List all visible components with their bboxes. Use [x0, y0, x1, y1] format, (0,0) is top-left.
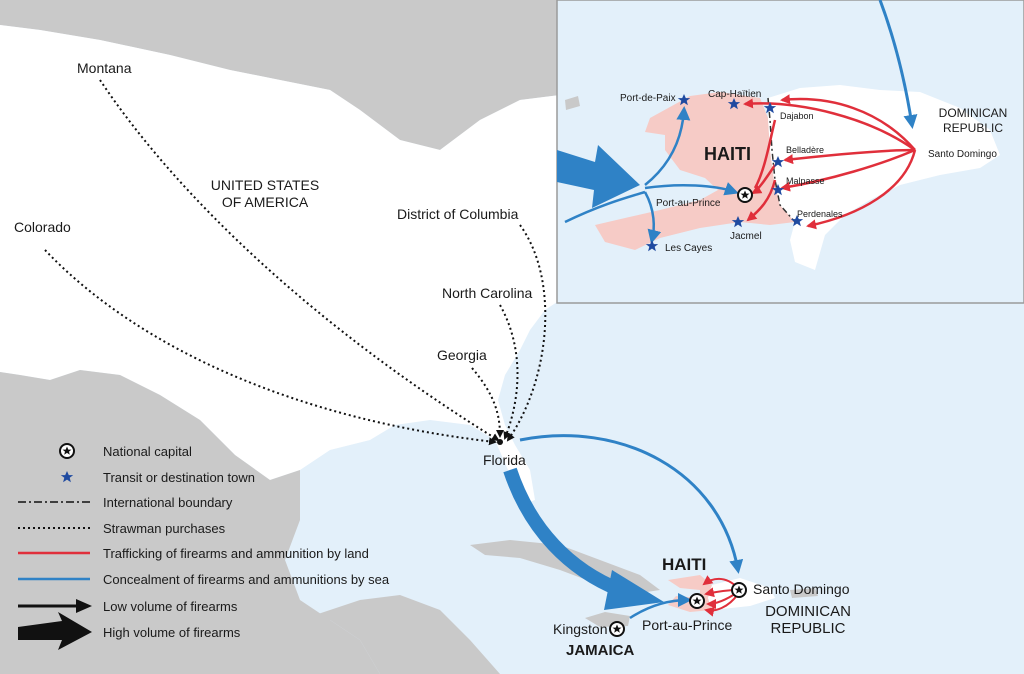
- sea-route-to-les-cayes: [643, 191, 662, 244]
- capital-port-au-prince-main: [689, 593, 705, 609]
- mexico-land: [0, 370, 380, 674]
- sea-route-to-port-de-paix: [644, 106, 691, 186]
- florida-hub-dot: [497, 439, 503, 445]
- label-haiti-main: HAITI: [662, 555, 706, 574]
- legend-label-sea: Concealment of firearms and ammunitions …: [103, 572, 390, 587]
- legend-label-transit: Transit or destination town: [103, 470, 255, 485]
- inset-map: HAITI DOMINICAN REPUBLIC Santo Domingo P…: [556, 0, 1024, 304]
- inset-label-cap-haitien: Cap-Haïtien: [708, 89, 761, 100]
- label-usa-2: OF AMERICA: [222, 194, 309, 210]
- thin-arrow-head: [76, 599, 92, 613]
- land-route-to-jacmel: [746, 179, 777, 222]
- land-route-to-cap-haitien: [743, 98, 916, 152]
- label-florida: Florida: [483, 452, 526, 468]
- central-america-land: [300, 595, 500, 674]
- land-route-to-dajabon: [780, 94, 916, 151]
- label-port-au-prince-main: Port-au-Prince: [642, 617, 732, 633]
- land-route-to-belladere: [783, 148, 916, 165]
- label-georgia: Georgia: [437, 347, 487, 363]
- sea-route-jamaica-haiti: [629, 593, 692, 620]
- label-north-carolina: North Carolina: [442, 285, 532, 301]
- inset-label-haiti: HAITI: [704, 144, 751, 164]
- strawman-routes: [44, 79, 547, 446]
- inset-label-dr-2: REPUBLIC: [943, 121, 1003, 135]
- label-usa-1: UNITED STATES: [211, 177, 319, 193]
- inset-label-jacmel: Jacmel: [730, 231, 762, 242]
- land-route-main-4: [704, 593, 739, 617]
- thick-arrow-icon: [18, 612, 92, 650]
- inset-sea-route-north: [878, 0, 918, 129]
- haiti-land-inset: [595, 92, 795, 250]
- sea-route-to-port-au-prince: [644, 182, 739, 196]
- legend-label-low: Low volume of firearms: [103, 599, 238, 614]
- inset-high-volume-arrow: [557, 145, 640, 208]
- label-santo-domingo-main: Santo Domingo: [753, 581, 850, 597]
- inset-label-dajabon: Dajabon: [780, 111, 814, 121]
- sea-route-florida-haiti-high: [503, 467, 623, 597]
- sea-route-florida-dr: [519, 434, 744, 574]
- label-dc: District of Columbia: [397, 206, 519, 222]
- inset-label-les-cayes: Les Cayes: [665, 243, 712, 254]
- land-route-to-perdenales: [806, 149, 917, 230]
- label-dr-main-1: DOMINICAN: [765, 603, 851, 620]
- route-north-carolina: [499, 304, 519, 440]
- land-route-inner-1: [753, 119, 777, 189]
- capital-kingston: [609, 621, 625, 637]
- inset-label-santo-domingo: Santo Domingo: [928, 149, 997, 160]
- legend-label-strawman: Strawman purchases: [103, 521, 226, 536]
- label-dr-main-2: REPUBLIC: [770, 620, 845, 637]
- label-montana: Montana: [77, 60, 132, 76]
- route-dc: [506, 224, 547, 442]
- inset-label-perdenales: Perdenales: [797, 209, 843, 219]
- canada-land: [0, 0, 560, 150]
- inset-sea-routes-west: [564, 106, 739, 244]
- legend-label-boundary: International boundary: [103, 495, 233, 510]
- sea-route-high-arrowhead: [604, 570, 664, 610]
- inset-label-port-au-prince: Port-au-Prince: [656, 198, 721, 209]
- capital-port-au-prince-inset: [737, 187, 753, 203]
- dominican-land-inset: [768, 85, 1000, 270]
- legend-label-land: Trafficking of firearms and ammunition b…: [103, 546, 369, 561]
- legend-label-capital: National capital: [103, 444, 192, 459]
- legend-label-high: High volume of firearms: [103, 625, 241, 640]
- puerto-rico-land: [790, 588, 818, 598]
- inset-land-routes: [743, 94, 917, 230]
- land-route-to-pap: [751, 164, 777, 195]
- sea-route-west-lower: [564, 190, 646, 224]
- inset-island-1: [565, 96, 580, 110]
- route-montana: [99, 79, 500, 442]
- inset-boundary: [767, 97, 796, 223]
- inset-label-dr-1: DOMINICAN: [939, 106, 1008, 120]
- legend: National capital Transit or destination …: [18, 443, 390, 650]
- capital-santo-domingo-main: [731, 582, 747, 598]
- capital-icon: [59, 443, 75, 459]
- inset-label-malpasse: Malpasse: [786, 176, 825, 186]
- land-route-to-malpasse: [780, 148, 916, 192]
- label-jamaica: JAMAICA: [566, 642, 635, 659]
- label-colorado: Colorado: [14, 219, 71, 235]
- inset-label-port-de-paix: Port-de-Paix: [620, 93, 676, 104]
- inset-label-belladere: Belladère: [786, 145, 824, 155]
- label-kingston: Kingston: [553, 621, 607, 637]
